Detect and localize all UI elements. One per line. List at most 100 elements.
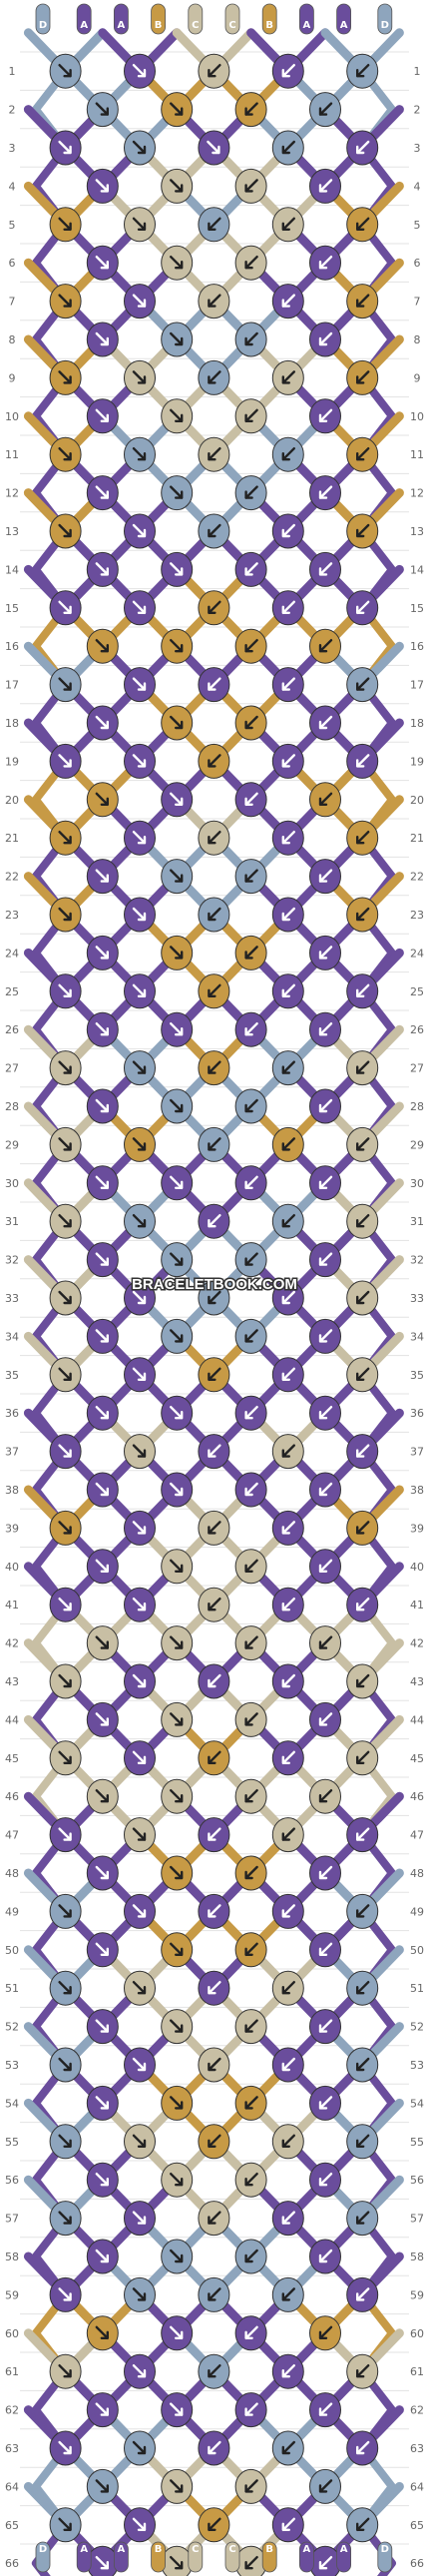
knot — [309, 1701, 341, 1737]
row-number: 39 — [410, 1522, 424, 1535]
row-number: 34 — [410, 1330, 424, 1343]
arrow-down-left-icon — [208, 907, 221, 922]
knot — [198, 1357, 230, 1393]
row-number: 17 — [410, 679, 424, 692]
arrow-down-left-icon — [356, 1904, 370, 1918]
arrow-down-left-icon — [356, 2440, 370, 2455]
knot — [271, 1280, 304, 1316]
arrow-down-right-icon — [95, 102, 109, 116]
row-number: 62 — [5, 2404, 19, 2417]
row-number: 5 — [9, 219, 16, 232]
strand-label: B — [261, 2541, 277, 2573]
svg-text:D: D — [381, 20, 389, 31]
knots — [49, 53, 379, 2576]
arrow-down-right-icon — [95, 715, 109, 730]
arrow-down-right-icon — [170, 179, 184, 193]
arrow-down-left-icon — [281, 294, 295, 308]
knot — [234, 628, 267, 664]
arrow-down-right-icon — [95, 792, 109, 806]
knot — [49, 2276, 82, 2312]
row-number: 2 — [9, 104, 16, 117]
row-number: 15 — [410, 602, 424, 615]
row-number: 25 — [5, 985, 19, 998]
arrow-down-left-icon — [281, 370, 295, 384]
knot — [198, 1663, 230, 1699]
arrow-down-left-icon — [318, 1559, 333, 1573]
row-number: 49 — [410, 1905, 424, 1918]
knot — [124, 2507, 156, 2543]
arrow-down-left-icon — [356, 294, 370, 308]
knot — [198, 1280, 230, 1316]
arrow-down-left-icon — [356, 64, 370, 78]
knot — [86, 1395, 119, 1431]
arrow-down-left-icon — [208, 523, 221, 538]
arrow-down-left-icon — [318, 1175, 333, 1189]
knot — [234, 322, 267, 357]
arrow-down-left-icon — [356, 983, 370, 997]
row-number: 51 — [410, 1982, 424, 1995]
arrow-down-left-icon — [281, 2517, 295, 2531]
knot — [346, 53, 379, 89]
row-number: 27 — [410, 1062, 424, 1075]
arrow-down-left-icon — [208, 1521, 221, 1535]
arrow-down-right-icon — [58, 64, 72, 78]
arrow-down-right-icon — [132, 983, 147, 997]
arrow-down-left-icon — [281, 1521, 295, 1535]
arrow-down-right-icon — [58, 1673, 72, 1688]
arrow-down-left-icon — [281, 907, 295, 922]
knot — [271, 1126, 304, 1162]
arrow-down-left-icon — [281, 523, 295, 538]
row-number: 54 — [410, 2097, 424, 2110]
knot — [271, 284, 304, 320]
row-number: 12 — [410, 487, 424, 500]
arrow-down-right-icon — [170, 1482, 184, 1497]
row-number: 11 — [410, 448, 424, 461]
arrow-down-left-icon — [244, 179, 258, 193]
knot — [86, 1011, 119, 1047]
knot — [161, 551, 194, 587]
row-number: 59 — [5, 2288, 19, 2301]
knot — [124, 130, 156, 166]
row-number: 3 — [414, 142, 421, 155]
row-number: 29 — [410, 1138, 424, 1151]
knot — [86, 1625, 119, 1661]
row-number: 18 — [410, 717, 424, 730]
knot — [49, 359, 82, 395]
knot — [346, 1663, 379, 1699]
arrow-down-left-icon — [244, 102, 258, 116]
knot — [346, 284, 379, 320]
arrow-down-right-icon — [58, 523, 72, 538]
knot — [271, 2201, 304, 2237]
knot — [198, 667, 230, 703]
arrow-down-right-icon — [170, 1098, 184, 1113]
arrow-down-left-icon — [281, 1060, 295, 1074]
arrow-down-left-icon — [208, 370, 221, 384]
arrow-down-left-icon — [244, 946, 258, 960]
arrow-down-left-icon — [281, 2287, 295, 2301]
knot — [86, 1549, 119, 1585]
knot — [49, 1126, 82, 1162]
knot — [309, 398, 341, 434]
row-number: 51 — [5, 1982, 19, 1995]
arrow-down-left-icon — [318, 562, 333, 576]
arrow-down-left-icon — [356, 1981, 370, 1995]
knot — [309, 92, 341, 128]
arrow-down-left-icon — [244, 1789, 258, 1803]
arrow-down-right-icon — [58, 1521, 72, 1535]
arrow-down-left-icon — [208, 217, 221, 231]
knot — [346, 513, 379, 549]
arrow-down-left-icon — [318, 2096, 333, 2110]
knot — [124, 1357, 156, 1393]
knot — [86, 2085, 119, 2121]
knot — [198, 2124, 230, 2160]
svg-text:C: C — [192, 2544, 199, 2555]
arrow-down-right-icon — [95, 2019, 109, 2033]
knot — [198, 2047, 230, 2083]
knot — [49, 973, 82, 1009]
arrow-down-right-icon — [95, 1712, 109, 1726]
arrow-down-left-icon — [244, 1635, 258, 1649]
knot — [161, 1242, 194, 1278]
knot — [49, 667, 82, 703]
knot — [346, 2047, 379, 2083]
